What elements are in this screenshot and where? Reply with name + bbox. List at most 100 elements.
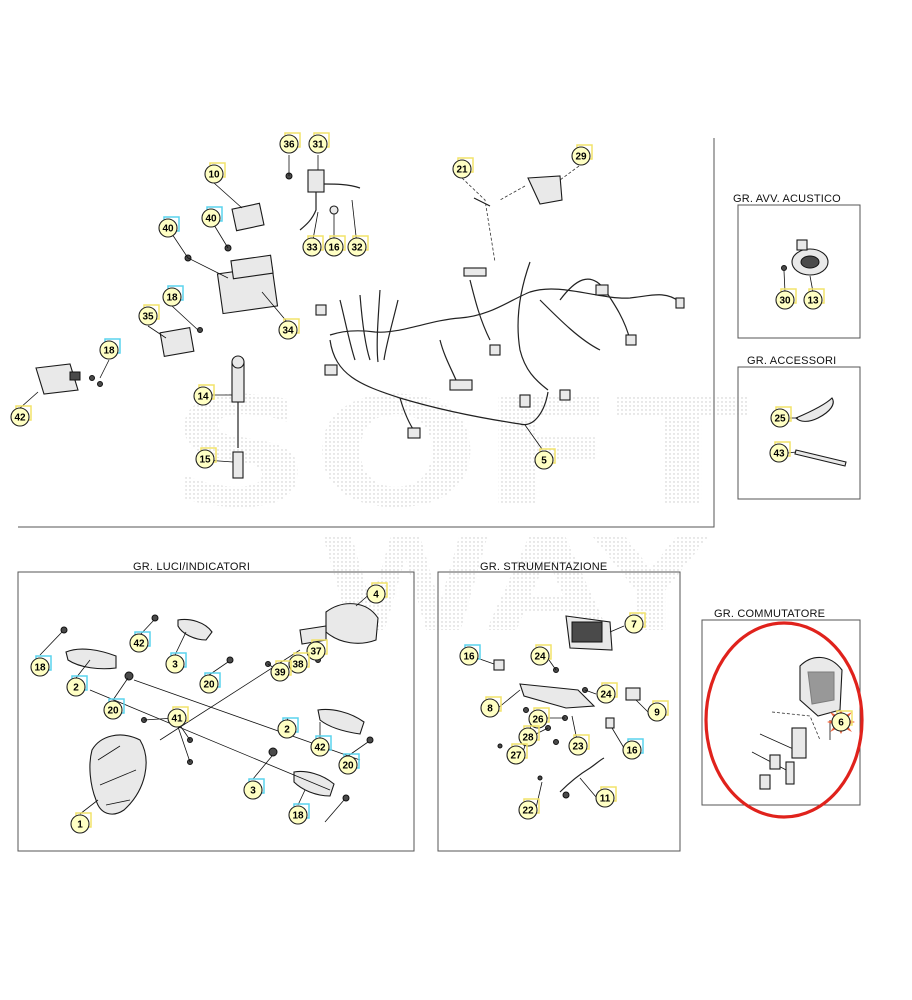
callout-number: 5 — [541, 456, 547, 467]
callout-circle — [596, 684, 616, 704]
callout-luci-indicatori-20[interactable]: 20 — [103, 698, 125, 720]
callout-luci-indicatori-2[interactable]: 2 — [277, 717, 299, 739]
callout-luci-indicatori-3[interactable]: 3 — [243, 778, 265, 800]
callout-main-32[interactable]: 32 — [347, 235, 369, 257]
callout-circle — [506, 745, 526, 765]
cable-clip-part[interactable] — [790, 397, 834, 422]
callout-main-42[interactable]: 42 — [10, 405, 32, 427]
callout-luci-indicatori-37[interactable]: 37 — [306, 639, 328, 661]
callout-main-15[interactable]: 15 — [195, 447, 217, 469]
regulator-part[interactable] — [159, 326, 195, 358]
callout-avv-acustico-30[interactable]: 30 — [775, 288, 797, 310]
callout-strumentazione-24[interactable]: 24 — [596, 682, 618, 704]
callout-luci-indicatori-39[interactable]: 39 — [270, 660, 292, 682]
callout-circle — [310, 737, 330, 757]
callout-circle — [243, 780, 263, 800]
relay-part[interactable] — [231, 202, 265, 232]
callout-strumentazione-11[interactable]: 11 — [595, 786, 617, 808]
callout-circle — [277, 719, 297, 739]
callout-number: 35 — [142, 312, 154, 323]
callout-number: 27 — [510, 751, 522, 762]
callout-strumentazione-16[interactable]: 16 — [459, 644, 481, 666]
callout-circle — [459, 646, 479, 666]
callout-luci-indicatori-20[interactable]: 20 — [199, 672, 221, 694]
callout-main-16[interactable]: 16 — [324, 235, 346, 257]
callout-strumentazione-27[interactable]: 27 — [506, 743, 528, 765]
callout-number: 24 — [600, 690, 612, 701]
wiring-harness[interactable] — [315, 261, 685, 439]
callout-main-5[interactable]: 5 — [534, 448, 556, 470]
callout-main-21[interactable]: 21 — [452, 157, 474, 179]
callout-accessori-25[interactable]: 25 — [770, 406, 792, 428]
headlight-part[interactable] — [89, 734, 147, 815]
callout-main-35[interactable]: 35 — [138, 304, 160, 326]
callout-avv-acustico-13[interactable]: 13 — [803, 288, 825, 310]
callout-strumentazione-9[interactable]: 9 — [647, 700, 669, 722]
callout-main-14[interactable]: 14 — [193, 384, 215, 406]
callout-number: 20 — [107, 706, 119, 717]
callout-luci-indicatori-38[interactable]: 38 — [288, 652, 310, 674]
ecu-unit-part[interactable] — [216, 254, 279, 315]
watermark-soft: SOFT — [170, 367, 750, 541]
callout-number: 26 — [532, 715, 544, 726]
callout-number: 25 — [774, 414, 786, 425]
callout-number: 3 — [250, 786, 256, 797]
callout-main-29[interactable]: 29 — [571, 144, 593, 166]
callout-strumentazione-24[interactable]: 24 — [530, 644, 552, 666]
callout-circle — [279, 134, 299, 154]
callout-main-36[interactable]: 36 — [279, 132, 301, 154]
callout-main-10[interactable]: 10 — [204, 162, 226, 184]
callout-luci-indicatori-1[interactable]: 1 — [70, 812, 92, 834]
ignition-lock-part[interactable] — [35, 363, 81, 395]
callout-main-18[interactable]: 18 — [99, 338, 121, 360]
callout-circle — [568, 736, 588, 756]
callout-main-40[interactable]: 40 — [201, 206, 223, 228]
clutch-switch-part[interactable] — [285, 169, 361, 231]
callout-circle — [302, 237, 322, 257]
callout-luci-indicatori-18[interactable]: 18 — [30, 655, 52, 677]
callout-circle — [204, 164, 224, 184]
callout-luci-indicatori-41[interactable]: 41 — [167, 706, 189, 728]
callout-luci-indicatori-3[interactable]: 3 — [165, 652, 187, 674]
callout-number: 9 — [654, 708, 660, 719]
callout-luci-indicatori-18[interactable]: 18 — [288, 803, 310, 825]
callout-number: 24 — [534, 652, 546, 663]
callout-accessori-43[interactable]: 43 — [769, 441, 791, 463]
callout-circle — [480, 698, 500, 718]
bracket-29-part[interactable] — [473, 175, 563, 207]
callout-luci-indicatori-4[interactable]: 4 — [366, 582, 388, 604]
callout-main-40[interactable]: 40 — [158, 216, 180, 238]
ignition-switch-kit-part[interactable] — [751, 656, 843, 790]
callout-luci-indicatori-42[interactable]: 42 — [129, 631, 151, 653]
ignition-coil-part[interactable] — [231, 355, 245, 479]
instrument-bracket-part[interactable] — [493, 659, 641, 729]
callout-main-33[interactable]: 33 — [302, 235, 324, 257]
callout-circle — [103, 700, 123, 720]
callout-main-31[interactable]: 31 — [308, 132, 330, 154]
taillight-part[interactable] — [299, 603, 379, 645]
callout-number: 1 — [77, 820, 83, 831]
callout-strumentazione-16[interactable]: 16 — [622, 738, 644, 760]
callout-luci-indicatori-42[interactable]: 42 — [310, 735, 332, 757]
bolts-main — [89, 244, 232, 387]
callout-strumentazione-28[interactable]: 28 — [518, 725, 540, 747]
callout-number: 36 — [283, 140, 295, 151]
callout-strumentazione-23[interactable]: 23 — [568, 734, 590, 756]
callout-luci-indicatori-2[interactable]: 2 — [66, 675, 88, 697]
callout-strumentazione-8[interactable]: 8 — [480, 696, 502, 718]
speed-sensor-cable-part[interactable] — [559, 757, 605, 799]
callout-number: 3 — [172, 660, 178, 671]
horn-part[interactable] — [781, 239, 829, 293]
cable-tie-part[interactable] — [787, 449, 847, 467]
dashboard-instrument-part[interactable] — [565, 615, 613, 651]
callout-circle — [201, 208, 221, 228]
callout-strumentazione-7[interactable]: 7 — [624, 612, 646, 634]
callout-main-18[interactable]: 18 — [162, 285, 184, 307]
indicator-parts[interactable] — [65, 618, 365, 797]
callout-circle — [99, 340, 119, 360]
callout-strumentazione-26[interactable]: 26 — [528, 707, 550, 729]
callout-luci-indicatori-20[interactable]: 20 — [338, 753, 360, 775]
callout-main-34[interactable]: 34 — [278, 318, 300, 340]
callout-commutatore-6[interactable]: 6 — [831, 710, 853, 732]
callout-strumentazione-22[interactable]: 22 — [518, 798, 540, 820]
